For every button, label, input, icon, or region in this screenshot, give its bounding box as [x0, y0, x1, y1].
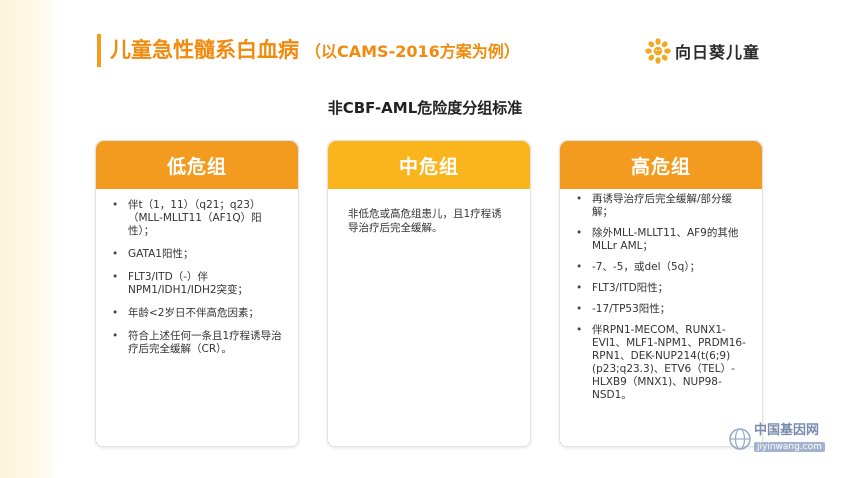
high-risk-criteria-list: 再诱导治疗后完全缓解/部分缓解； 除外MLL-MLLT11、AF9的其他MLLr…	[560, 189, 762, 402]
page-title: 儿童急性髓系白血病 （以CAMS-2016方案为例）	[110, 34, 520, 67]
list-item: FLT3/ITD（-）伴NPM1/IDH1/IDH2突变；	[110, 271, 284, 297]
list-item: 伴RPN1-MECOM、RUNX1-EVI1、MLF1-NPM1、PRDM16-…	[574, 324, 748, 402]
low-risk-criteria-list: 伴t（1，11）（q21；q23）（MLL-MLLT11（AF1Q）阳性）； G…	[96, 189, 298, 356]
low-risk-card-title: 低危组	[96, 141, 298, 189]
intermediate-risk-card-title: 中危组	[328, 141, 530, 189]
sunflower-icon	[645, 38, 671, 64]
section-title: 非CBF-AML危险度分组标准	[327, 99, 523, 117]
watermark: 中国基因网 jiyinwang.com	[728, 424, 825, 454]
list-item: 年龄<2岁日不伴高危因素；	[110, 307, 284, 320]
list-item: -7、-5，或del（5q）；	[574, 261, 748, 274]
list-item: 伴t（1，11）（q21；q23）（MLL-MLLT11（AF1Q）阳性）；	[110, 199, 284, 238]
list-item: 除外MLL-MLLT11、AF9的其他MLLr AML；	[574, 227, 748, 253]
intermediate-risk-criteria-text: 非低危或高危组患儿，且1疗程诱导治疗后完全缓解。	[348, 208, 502, 234]
high-risk-card-title: 高危组	[560, 141, 762, 189]
watermark-url: jiyinwang.com	[754, 442, 825, 452]
high-risk-card: 高危组 再诱导治疗后完全缓解/部分缓解； 除外MLL-MLLT11、AF9的其他…	[559, 140, 763, 447]
decorative-side-band	[0, 0, 60, 478]
list-item: 再诱导治疗后完全缓解/部分缓解；	[574, 193, 748, 219]
low-risk-card: 低危组 伴t（1，11）（q21；q23）（MLL-MLLT11（AF1Q）阳性…	[95, 140, 299, 447]
list-item: 符合上述任何一条且1疗程诱导治疗后完全缓解（CR）。	[110, 330, 284, 356]
intermediate-risk-card: 中危组 非低危或高危组患儿，且1疗程诱导治疗后完全缓解。	[327, 140, 531, 447]
watermark-name: 中国基因网	[754, 423, 820, 438]
list-item: GATA1阳性；	[110, 248, 284, 261]
globe-icon	[729, 428, 751, 450]
logo-text: 向日葵儿童	[675, 43, 761, 62]
title-accent-bar	[97, 34, 101, 67]
brand-logo: 向日葵儿童	[645, 36, 760, 66]
page-title-subtitle: （以CAMS-2016方案为例）	[305, 42, 520, 61]
list-item: FLT3/ITD阳性；	[574, 282, 748, 295]
list-item: -17/TP53阳性；	[574, 303, 748, 316]
page-title-main: 儿童急性髓系白血病	[110, 38, 299, 62]
